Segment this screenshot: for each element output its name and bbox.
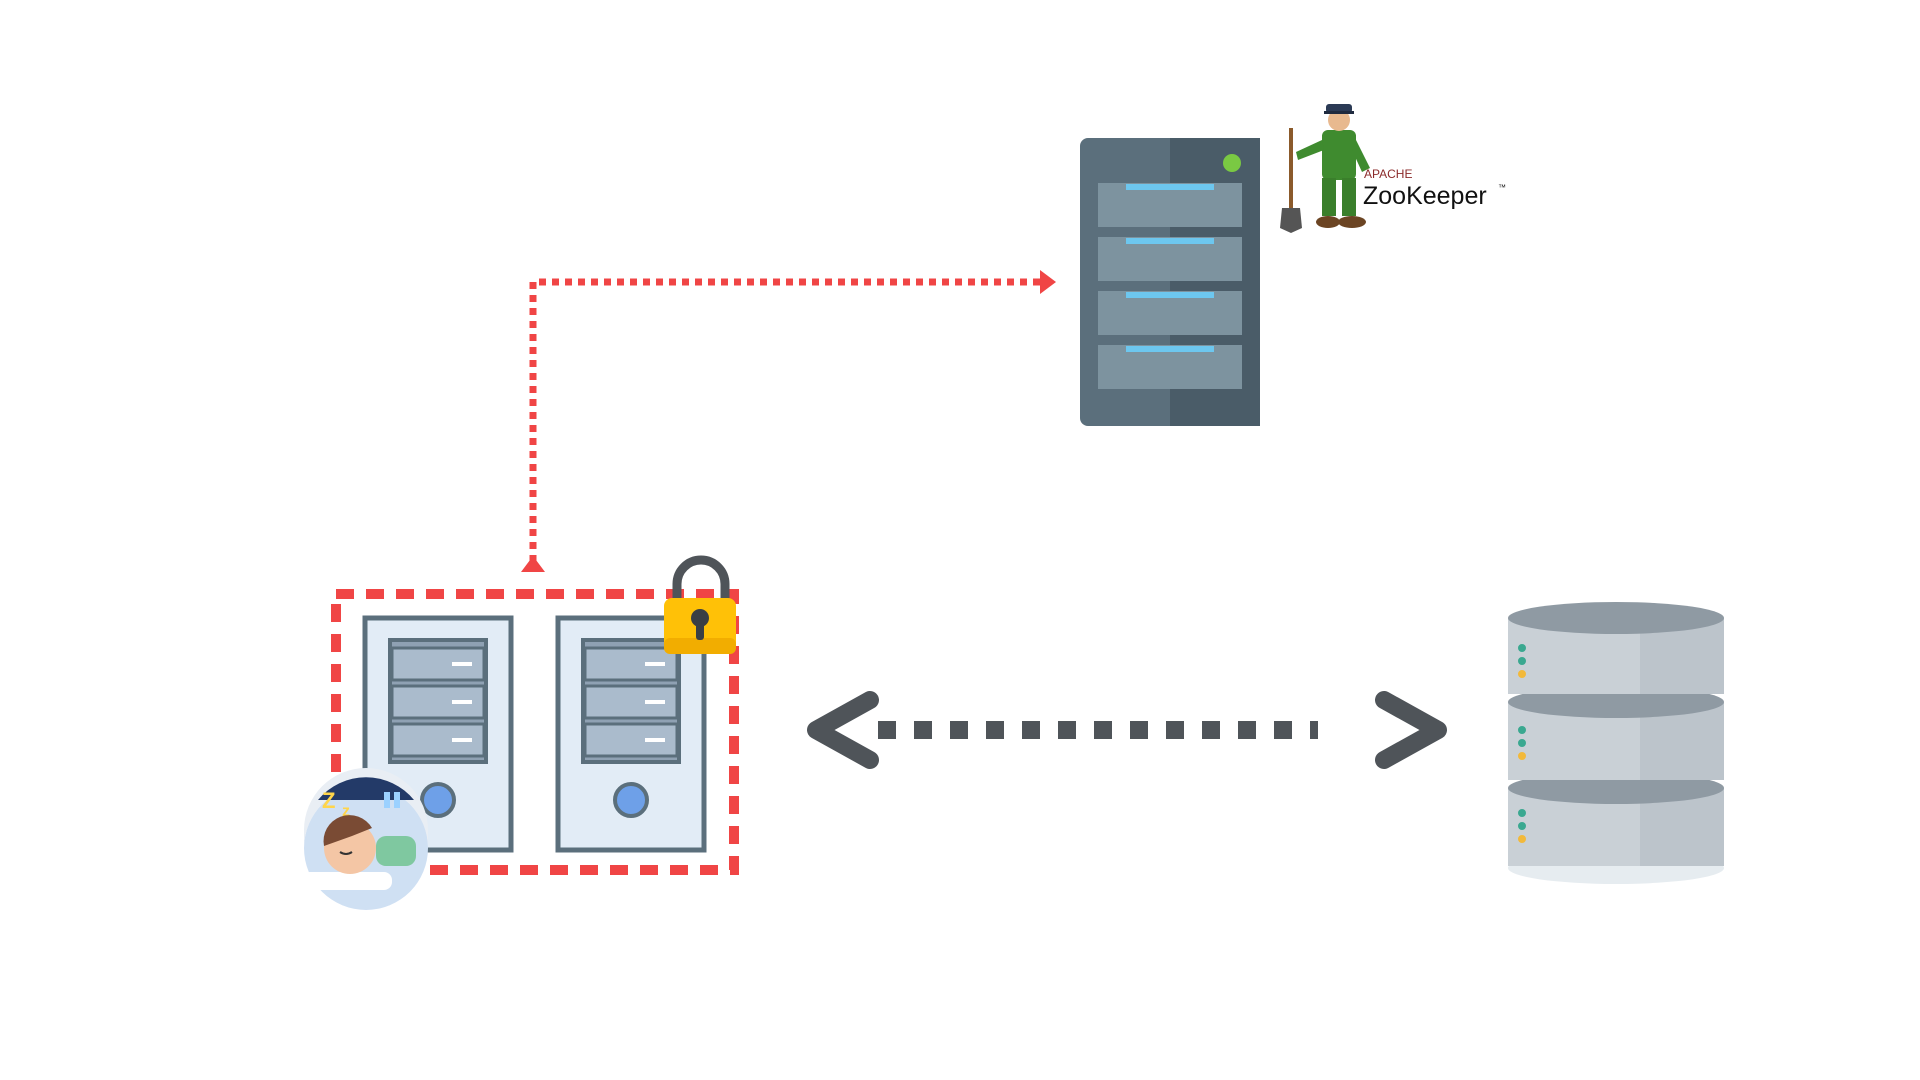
sleeping-person-icon: Z z [302,768,428,910]
arrowhead-right-icon [1040,270,1056,294]
zookeeper-mascot-icon [1280,104,1370,233]
arrowhead-left-icon [807,691,879,769]
arrowhead-up-icon [521,556,545,572]
padlock-icon [664,555,736,654]
zookeeper-server [1080,138,1260,426]
svg-text:Z: Z [322,788,335,813]
bidirectional-arrow [807,691,1447,769]
tower-server-icon [555,615,707,853]
svg-text:z: z [342,803,350,820]
lock-request-connector [521,270,1056,572]
arrowhead-right-icon [1375,691,1447,769]
cluster-boundary [331,589,739,875]
brand-trademark: ™ [1498,183,1506,192]
zookeeper-logo: APACHE ZooKeeper ™ [1363,167,1506,210]
brand-small: APACHE [1364,167,1412,181]
brand-name: ZooKeeper [1363,182,1487,210]
database-stack-icon [1508,602,1724,884]
